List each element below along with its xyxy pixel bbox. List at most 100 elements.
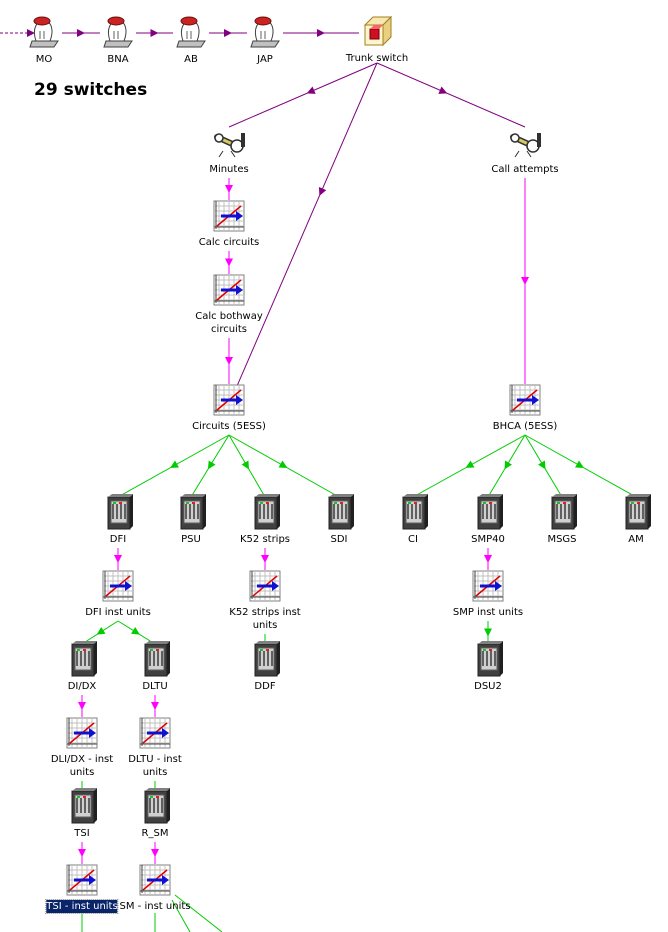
node-label-dsu2[interactable]: DSU2 [474,681,502,692]
cabinet-icon[interactable] [180,494,206,530]
node-label-bhca-5ess[interactable]: BHCA (5ESS) [492,421,558,432]
chart-icon[interactable] [213,384,245,416]
node-label-tsi[interactable]: TSI [74,828,90,839]
arrow-head [484,628,492,637]
arrow-head [78,702,86,710]
arrow-head [306,86,316,94]
cabinet-icon[interactable] [477,641,503,677]
node-label-psu[interactable]: PSU [181,534,201,545]
arrow-head [151,849,159,857]
chart-icon[interactable] [139,864,171,896]
node-label-dfi-inst[interactable]: DFI inst units [85,607,151,618]
chart-icon[interactable] [102,570,134,602]
node-label-mo[interactable]: MO [35,54,53,65]
cabinet-icon[interactable] [144,641,170,677]
arrow-head [278,460,288,468]
node-label-am[interactable]: AM [628,534,644,545]
node-label-msgs[interactable]: MSGS [547,534,577,545]
arrow-head [96,626,106,635]
arrow-head [521,277,529,285]
hand-switch-icon[interactable] [176,16,206,48]
telescope-icon[interactable] [509,131,541,158]
chart-icon[interactable] [249,570,281,602]
arrow-head [261,555,269,563]
arrow-head [575,460,584,468]
arrow-head [225,357,233,365]
node-label-bna[interactable]: BNA [107,54,129,65]
node-label-circuits-5ess[interactable]: Circuits (5ESS) [192,421,266,432]
arrow-head [465,460,475,468]
node-label-smp-inst[interactable]: SMP inst units [452,607,524,618]
cabinet-icon[interactable] [254,641,280,677]
arrow-head [225,185,233,193]
chart-icon[interactable] [139,717,171,749]
node-label-r-sm[interactable]: R_SM [141,828,169,839]
node-label-sm-inst[interactable]: SM - inst units [119,901,191,912]
cabinet-icon[interactable] [144,788,170,824]
arrow-head [207,460,216,470]
arrow-head [27,29,35,37]
switch-count-heading: 29 switches [34,80,148,100]
arrow-head [224,29,232,37]
arrow-head [77,29,85,37]
node-label-minutes[interactable]: Minutes [209,164,249,175]
arrow-head [438,86,448,94]
node-label-dfi[interactable]: DFI [109,534,127,545]
cabinet-icon[interactable] [71,641,97,677]
cabinet-icon[interactable] [551,494,577,530]
cabinet-icon[interactable] [71,788,97,824]
chart-icon[interactable] [66,717,98,749]
link-trunk_switch-minutes [228,62,378,128]
link-trunk_switch-circuits_5ess [236,62,378,387]
cabinet-icon[interactable] [254,494,280,530]
telescope-icon[interactable] [213,131,245,158]
node-label-ab[interactable]: AB [184,54,198,65]
chart-icon[interactable] [213,274,245,306]
node-label-tsi-inst[interactable]: TSI - inst units [45,899,119,914]
arrow-head [538,460,546,470]
node-label-ddf[interactable]: DDF [254,681,276,692]
node-label-k52[interactable]: K52 strips [239,534,291,545]
node-label-sdi[interactable]: SDI [330,534,348,545]
arrow-head [317,29,325,37]
chart-icon[interactable] [66,864,98,896]
cabinet-icon[interactable] [402,494,428,530]
arrow-head [225,258,233,267]
arrow-head [150,29,159,37]
cube-icon[interactable] [363,15,393,47]
arrow-head [114,555,122,563]
hand-switch-icon[interactable] [29,16,59,48]
link-offscreen [171,899,191,932]
node-label-di-dx[interactable]: DI/DX [67,681,97,692]
arrow-head [170,460,179,468]
link-offscreen [174,894,223,932]
cabinet-icon[interactable] [625,494,651,530]
chart-icon[interactable] [472,570,504,602]
node-label-ci[interactable]: CI [408,534,418,545]
node-label-smp40[interactable]: SMP40 [471,534,505,545]
chart-icon[interactable] [509,384,541,416]
node-label-calc-circuits[interactable]: Calc circuits [198,237,260,248]
node-label-dltu[interactable]: DLTU [142,681,168,692]
node-label-jap[interactable]: JAP [257,54,273,65]
link-trunk_switch-call_attempts [376,62,526,128]
arrow-head [484,555,492,563]
chart-icon[interactable] [213,200,245,232]
cabinet-icon[interactable] [328,494,354,530]
hand-switch-icon[interactable] [250,16,280,48]
arrow-head [151,702,159,710]
cabinet-icon[interactable] [477,494,503,530]
arrow-head [241,460,250,470]
cabinet-icon[interactable] [107,494,133,530]
arrow-head [78,849,86,857]
node-label-call-attempts[interactable]: Call attempts [491,164,559,175]
node-label-trunk-switch[interactable]: Trunk switch [345,53,409,64]
hand-switch-icon[interactable] [103,16,133,48]
arrow-head [504,460,512,470]
arrow-head [318,186,327,196]
